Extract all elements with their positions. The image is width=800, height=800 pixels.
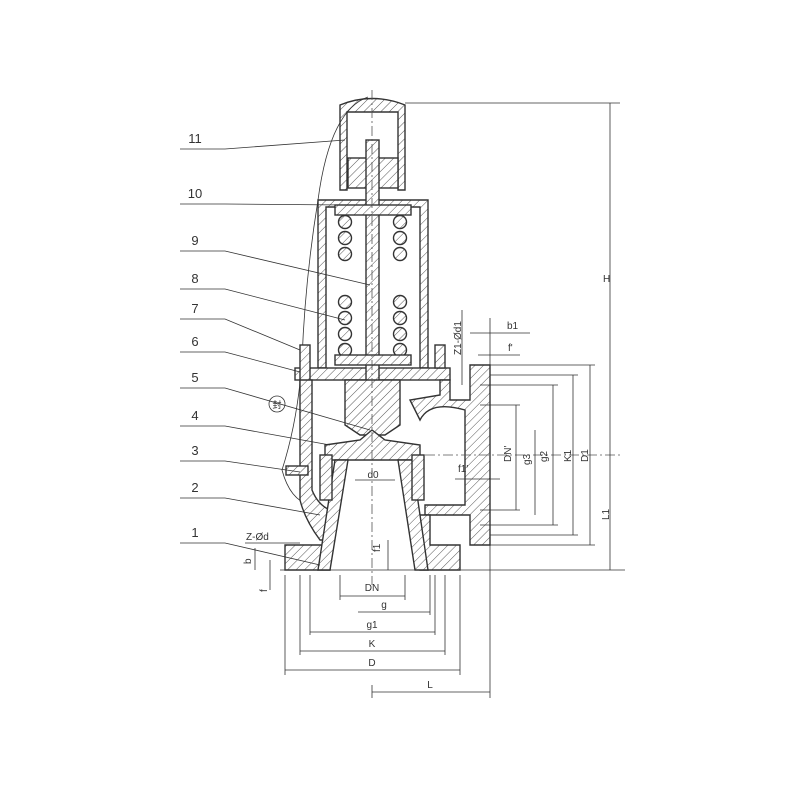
spring xyxy=(337,214,408,358)
leader-line-4 xyxy=(180,425,331,446)
dim-f: f xyxy=(259,589,270,592)
leader-line-3 xyxy=(180,460,301,473)
spring-coil xyxy=(392,310,408,326)
dim-DN-out: DN' xyxy=(503,446,514,462)
part-label-7: 7 xyxy=(191,301,198,316)
leader-line-8 xyxy=(180,288,346,321)
adjusting-ring-left xyxy=(319,454,333,501)
dim-g3: g3 xyxy=(522,453,533,465)
spring-coil xyxy=(392,214,408,230)
leader-lines xyxy=(180,139,371,566)
leader-line-10 xyxy=(180,203,346,206)
dim-b1: b1 xyxy=(507,321,519,332)
seal-circle xyxy=(268,395,286,413)
dim-f1-out: f1' xyxy=(458,464,468,475)
spring-coil xyxy=(337,214,353,230)
dim-g: g xyxy=(381,600,387,611)
dim-L1: L1 xyxy=(601,508,612,520)
part-label-5: 5 xyxy=(191,370,198,385)
leader-line-1 xyxy=(180,542,321,566)
part-label-6: 6 xyxy=(191,334,198,349)
spring-coil xyxy=(392,294,408,310)
lower-spring-plate xyxy=(334,354,412,366)
dim-b: b xyxy=(243,558,254,564)
dim-D1: D1 xyxy=(580,449,591,462)
leader-line-9 xyxy=(180,250,371,286)
part-label-3: 3 xyxy=(191,443,198,458)
dim-Z1-d1: Z1-Ød1 xyxy=(453,321,464,355)
bottom-dimensions xyxy=(245,479,491,698)
dim-Z-d: Z-Ød xyxy=(246,532,269,543)
upper-spring-plate xyxy=(334,204,412,216)
dim-DN: DN xyxy=(365,583,379,594)
dim-H: H xyxy=(603,274,610,285)
seal-wire xyxy=(281,96,369,506)
spring-coil xyxy=(392,246,408,262)
dim-f1: f1 xyxy=(372,543,383,552)
leader-line-11 xyxy=(180,139,346,150)
right-dimensions xyxy=(405,102,620,570)
dim-K1: K1 xyxy=(563,449,574,462)
part-label-11: 11 xyxy=(188,131,202,146)
part-label-10: 10 xyxy=(188,186,202,201)
dim-g1: g1 xyxy=(366,620,378,631)
dim-L: L xyxy=(427,680,433,691)
part-label-2: 2 xyxy=(191,480,198,495)
spring-coil xyxy=(392,230,408,246)
spring-coil xyxy=(337,230,353,246)
dim-D: D xyxy=(368,658,375,669)
disc xyxy=(324,429,421,461)
part-label-9: 9 xyxy=(191,233,198,248)
dim-g2: g2 xyxy=(539,450,550,462)
disc-holder xyxy=(344,379,401,436)
part-label-4: 4 xyxy=(191,408,198,423)
leader-line-6 xyxy=(180,351,301,373)
spring-coil xyxy=(337,294,353,310)
seal-mark: 封 xyxy=(272,399,281,410)
spring-coil xyxy=(337,326,353,342)
spring-coil xyxy=(337,246,353,262)
part-label-1: 1 xyxy=(191,525,198,540)
set-screw xyxy=(285,465,309,476)
adjusting-ring-right xyxy=(411,454,425,501)
spring-coil xyxy=(392,326,408,342)
part-label-8: 8 xyxy=(191,271,198,286)
leader-line-5 xyxy=(180,387,371,431)
leader-line-7 xyxy=(180,318,301,351)
spring-coil xyxy=(337,310,353,326)
dim-K: K xyxy=(369,639,376,650)
leader-line-2 xyxy=(180,497,321,516)
dim-d0: d0 xyxy=(367,470,379,481)
dim-f-out: f' xyxy=(508,343,513,354)
